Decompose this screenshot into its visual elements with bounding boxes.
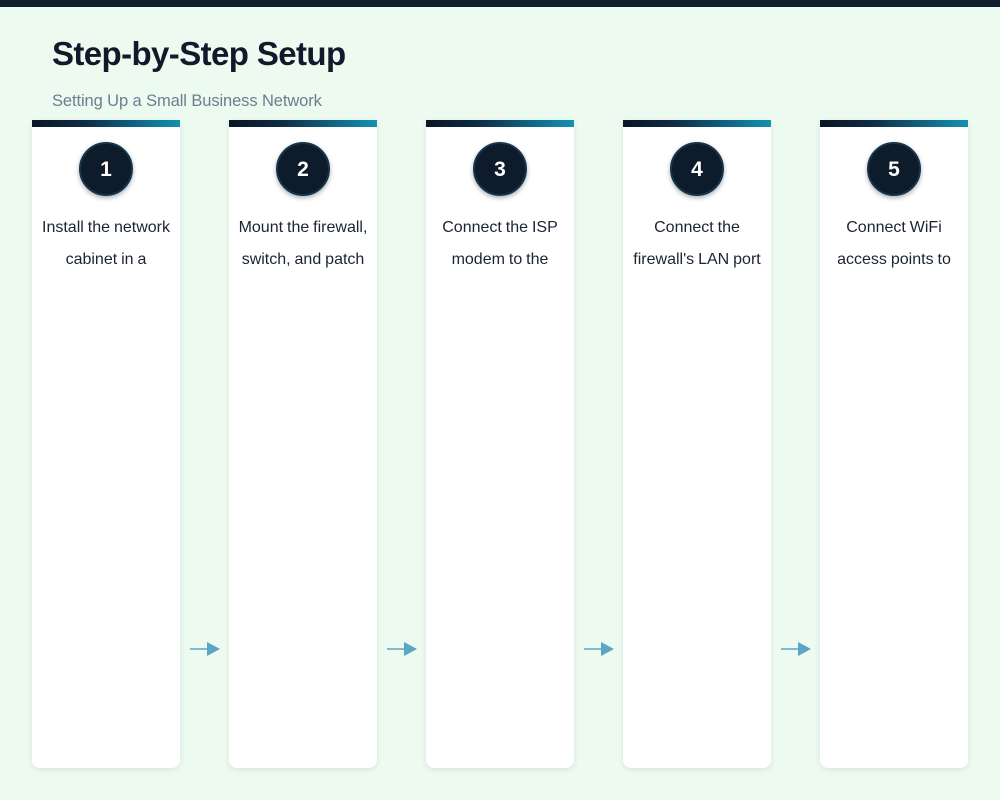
step-card-accent-bar xyxy=(820,120,968,127)
step-number-label: 4 xyxy=(691,157,703,181)
step-card-accent-bar xyxy=(426,120,574,127)
step-card-accent-bar xyxy=(32,120,180,127)
connector-arrow-2 xyxy=(377,120,426,768)
connector-arrow-4 xyxy=(771,120,820,768)
step-number-badge-3: 3 xyxy=(473,142,527,196)
step-card-4[interactable]: 4 Connect the firewall's LAN port xyxy=(623,120,771,768)
arrow-right-icon xyxy=(386,642,417,656)
arrow-right-icon xyxy=(583,642,614,656)
steps-flow: 1 Install the network cabinet in a 2 Mou… xyxy=(32,120,968,768)
step-description-1: Install the network cabinet in a xyxy=(42,219,170,268)
step-number-label: 1 xyxy=(100,157,112,181)
step-card-accent-bar xyxy=(229,120,377,127)
step-card-accent-bar xyxy=(623,120,771,127)
step-description-4: Connect the firewall's LAN port xyxy=(633,219,761,268)
step-card-1[interactable]: 1 Install the network cabinet in a xyxy=(32,120,180,768)
step-description-5: Connect WiFi access points to xyxy=(837,219,951,268)
step-number-badge-4: 4 xyxy=(670,142,724,196)
top-accent-rule xyxy=(0,0,1000,7)
step-card-5[interactable]: 5 Connect WiFi access points to xyxy=(820,120,968,768)
step-number-badge-2: 2 xyxy=(276,142,330,196)
step-number-label: 5 xyxy=(888,157,900,181)
step-number-label: 2 xyxy=(297,157,309,181)
page-title: Step-by-Step Setup xyxy=(52,35,346,72)
step-number-label: 3 xyxy=(494,157,506,181)
step-number-badge-5: 5 xyxy=(867,142,921,196)
arrow-right-icon xyxy=(189,642,220,656)
step-card-2[interactable]: 2 Mount the firewall, switch, and patch xyxy=(229,120,377,768)
step-card-3[interactable]: 3 Connect the ISP modem to the xyxy=(426,120,574,768)
connector-arrow-3 xyxy=(574,120,623,768)
step-description-3: Connect the ISP modem to the xyxy=(442,219,558,268)
page-subtitle: Setting Up a Small Business Network xyxy=(52,92,322,110)
step-description-2: Mount the firewall, switch, and patch xyxy=(238,219,368,268)
step-number-badge-1: 1 xyxy=(79,142,133,196)
connector-arrow-1 xyxy=(180,120,229,768)
arrow-right-icon xyxy=(780,642,811,656)
